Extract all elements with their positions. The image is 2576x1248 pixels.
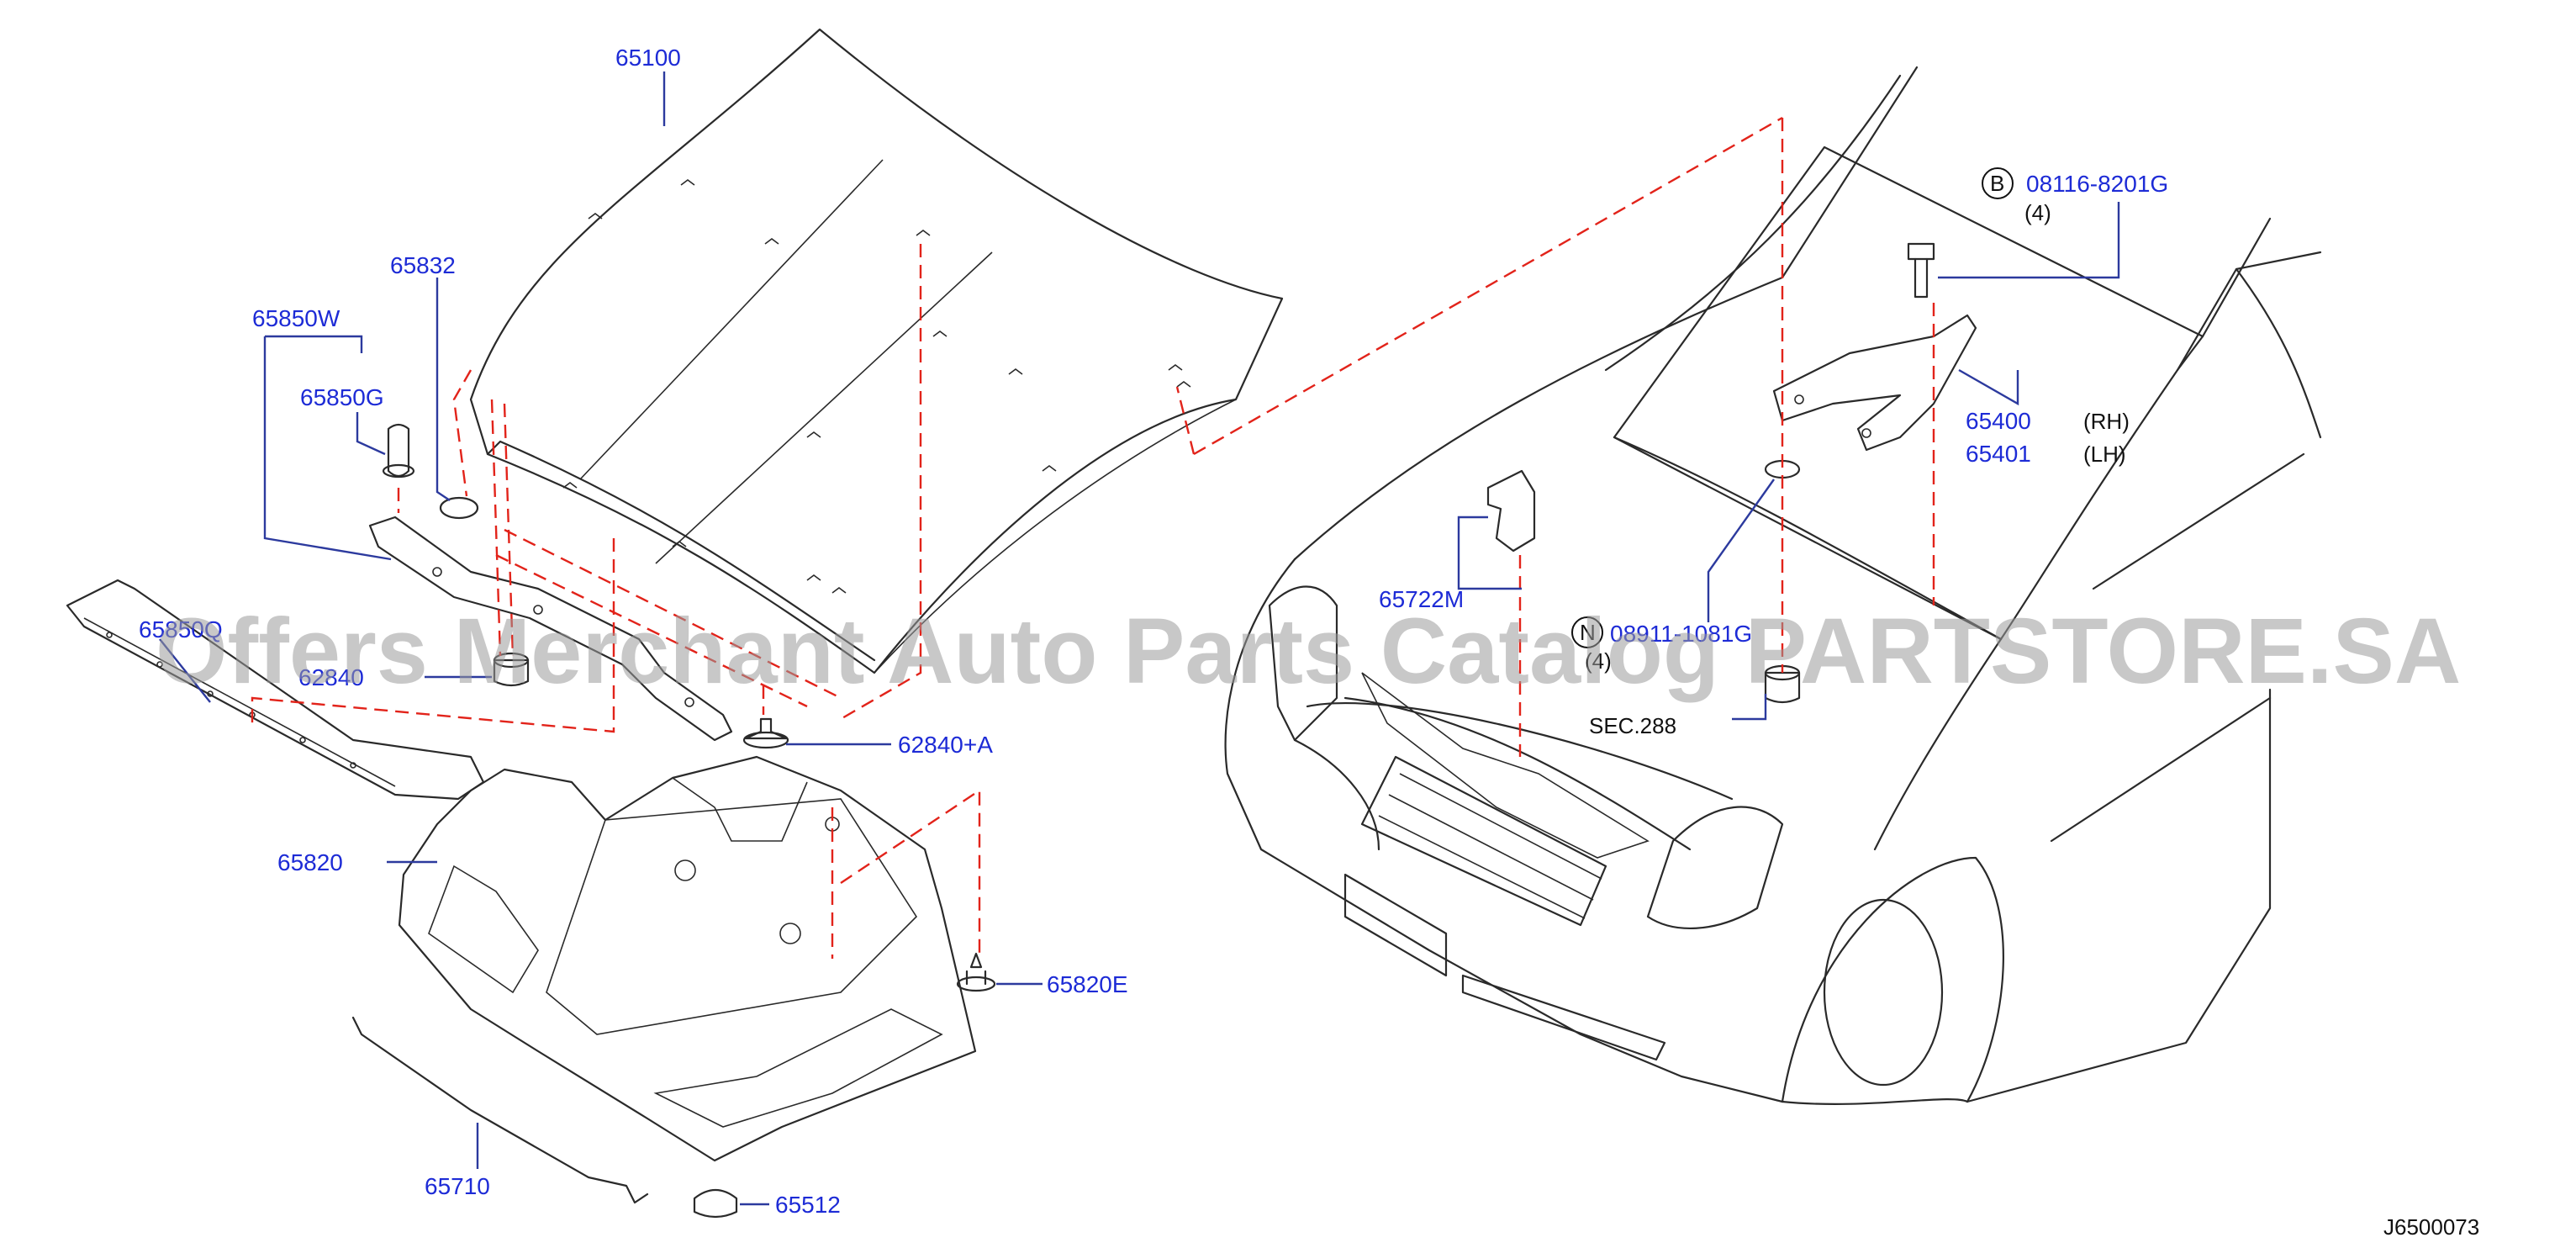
- bolt-quantity: (4): [2024, 200, 2051, 225]
- label-08116-8201g: 08116-8201G: [2026, 171, 2168, 197]
- label-65850g: 65850G: [300, 384, 384, 410]
- hood-bracket-part: [368, 516, 733, 742]
- label-65850q: 65850Q: [139, 616, 223, 643]
- rod-clip-part: [693, 1188, 738, 1219]
- nut-quantity: (4): [1585, 648, 1612, 674]
- label-65400: 65400: [1966, 408, 2031, 434]
- stopper-left-part: [493, 652, 530, 687]
- side-rh: (RH): [2083, 409, 2130, 434]
- label-65710: 65710: [425, 1173, 490, 1199]
- nut-marker-circle: [1571, 616, 1603, 648]
- watermark-text: Offers Merchant Auto Parts Catalog PARTS…: [156, 600, 2461, 703]
- label-65820e: 65820E: [1047, 971, 1128, 997]
- hood-insulator-part: [398, 755, 977, 1162]
- hood-bumper-part: [382, 423, 415, 479]
- nut-marker-letter: N: [1580, 620, 1596, 645]
- label-65401: 65401: [1966, 441, 2031, 467]
- hood-lock-striker-part: [1486, 469, 1536, 553]
- hood-hinge-part: [1772, 314, 1977, 452]
- side-lh: (LH): [2083, 442, 2126, 467]
- leader-lines: [159, 71, 2120, 1206]
- section-reference: SEC.288: [1589, 713, 1676, 738]
- diagram-id: J6500073: [2383, 1214, 2479, 1240]
- bolt-marker-letter: B: [1990, 171, 2004, 196]
- hood-panel: [469, 28, 1284, 674]
- label-65820: 65820: [277, 849, 343, 875]
- insulator-clip-part: [956, 952, 996, 992]
- assembly-guide-lines: [251, 116, 1935, 959]
- label-65100: 65100: [615, 45, 681, 71]
- hood-rod-part: [351, 1016, 649, 1204]
- label-65832: 65832: [390, 252, 456, 278]
- vehicle-front-body: [1224, 66, 2322, 1105]
- hinge-bolt-part: [1907, 242, 1935, 299]
- stopper-a-part: [742, 717, 789, 749]
- label-62840: 62840: [298, 664, 364, 690]
- label-65722m: 65722M: [1379, 586, 1464, 612]
- label-65512: 65512: [775, 1192, 841, 1218]
- label-62840a: 62840+A: [898, 732, 993, 758]
- bolt-marker-circle: [1982, 167, 2014, 199]
- hood-seal-part: [439, 496, 479, 520]
- label-65850w: 65850W: [252, 305, 340, 331]
- label-08911-1081g: 08911-1081G: [1610, 621, 1752, 647]
